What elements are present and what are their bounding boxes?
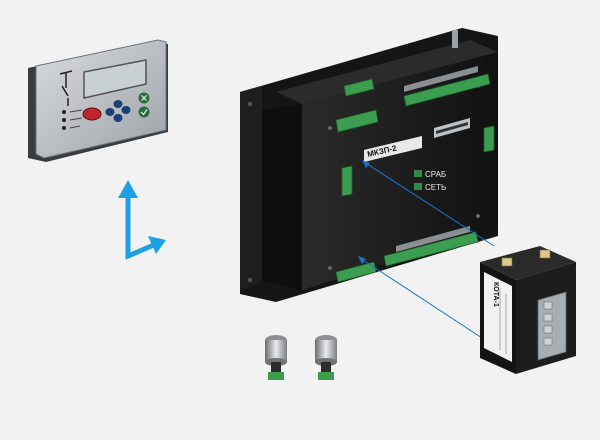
terminal-block-left-vertical [341,165,353,197]
terminal-block-bottom-small [335,261,377,283]
terminal-block-top-small [343,78,375,97]
cable-gland-icon [265,335,287,380]
breaker-symbol [59,70,73,106]
panel-status-leds [62,109,83,130]
cable-gland-icon [315,335,337,380]
terminal-block-upper-left [335,109,379,133]
module-label: КОТА-1 [492,282,499,307]
l-shaped-arrow-icon [118,180,166,260]
panel-lcd [83,59,147,99]
terminal-block-right-vertical [483,125,495,153]
terminal-block-top-long [403,73,491,107]
indicator-srab-label: СРАБ [425,170,446,179]
connection-arrowheads [358,160,370,264]
indicator-set-label: СЕТЬ [425,183,446,192]
slot-connector [434,118,470,138]
indicator-srab: СРАБ [414,170,446,179]
navigation-keypad[interactable] [105,100,131,122]
confirm-button[interactable] [138,106,150,118]
terminal-block-bottom-long [383,231,479,267]
connection-lines [359,161,495,339]
cancel-button[interactable] [138,92,150,104]
stop-button[interactable] [82,107,102,121]
front-panel [28,39,168,162]
indicator-set: СЕТЬ [414,183,446,192]
kota-module: КОТА-1 [480,246,576,374]
